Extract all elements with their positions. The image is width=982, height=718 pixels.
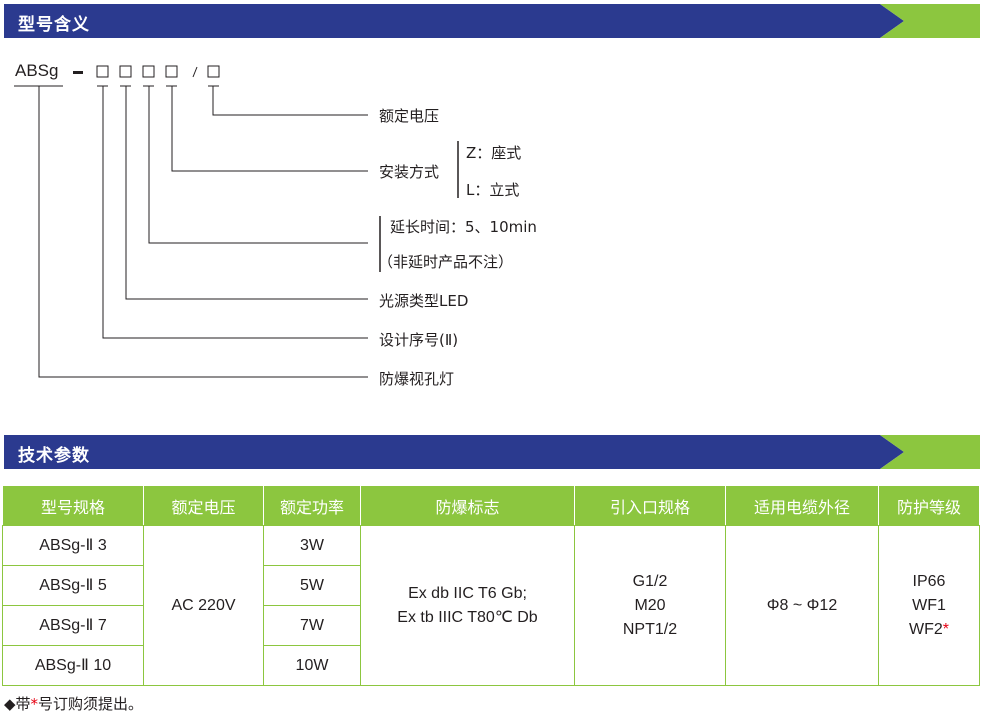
code-box-3: [142, 65, 155, 78]
ip-line-3: WF2*: [908, 620, 949, 638]
footnote-star: *: [30, 695, 39, 713]
cell-power: 10W: [263, 645, 361, 686]
leader-light: [125, 86, 368, 300]
label-install-z: Z：座式: [466, 144, 522, 162]
ip-line-1: IP66: [912, 572, 946, 590]
code-box-2: [119, 65, 132, 78]
header-ip: 防护等级: [878, 485, 980, 526]
ex-mark-line-1: Ex db IIC T6 Gb;: [408, 584, 527, 602]
code-box-4: [165, 65, 178, 78]
cell-ip: IP66 WF1 WF2*: [878, 525, 980, 686]
table-row: ABSg-Ⅱ 7 7W: [2, 605, 980, 646]
code-box-5: [207, 65, 220, 78]
header-power: 额定功率: [263, 485, 361, 526]
cell-ex-mark: Ex db IIC T6 Gb; Ex tb IIIC T80℃ Db: [360, 525, 575, 686]
ip-star: *: [942, 620, 949, 638]
ex-mark-line-2: Ex tb IIIC T80℃ Db: [397, 608, 538, 626]
label-design-number: 设计序号(Ⅱ): [379, 331, 459, 349]
header-entry: 引入口规格: [574, 485, 726, 526]
code-dash: [73, 71, 83, 74]
section-title: 技术参数: [18, 446, 90, 466]
section-header-arrow: [4, 4, 980, 38]
header-ex-mark: 防爆标志: [360, 485, 575, 526]
leader-product: [38, 86, 368, 378]
cell-model: ABSg-Ⅱ 3: [2, 525, 144, 566]
footnote: ◆带*号订购须提出。: [4, 695, 144, 713]
label-delay-time: 延长时间：5、10min: [390, 218, 537, 236]
label-install-method: 安装方式: [379, 163, 440, 181]
header-model: 型号规格: [2, 485, 144, 526]
model-code: ABSg: [15, 61, 58, 81]
entry-line-3: NPT1/2: [622, 620, 678, 638]
section-title: 型号含义: [18, 15, 90, 35]
section-header-model-meaning: 型号含义: [4, 4, 980, 38]
table-row: ABSg-Ⅱ 3 AC 220V 3W Ex db IIC T6 Gb; Ex …: [2, 525, 980, 686]
cell-entry: G1/2 M20 NPT1/2: [574, 525, 726, 686]
ip-line-2: WF1: [912, 596, 946, 614]
header-cable: 适用电缆外径: [725, 485, 879, 526]
cell-model: ABSg-Ⅱ 10: [2, 645, 144, 686]
cell-power: 3W: [263, 525, 361, 566]
table-row: ABSg-Ⅱ 10 10W: [2, 645, 980, 686]
code-slash: [192, 66, 198, 78]
cell-model: ABSg-Ⅱ 5: [2, 565, 144, 606]
model-prefix: ABSg: [15, 61, 59, 80]
section-header-arrow: [4, 435, 980, 469]
leader-design: [102, 86, 368, 339]
entry-line-2: M20: [634, 596, 666, 614]
label-product-name: 防爆视孔灯: [379, 370, 455, 388]
cell-cable: Φ8 ~ Φ12: [725, 525, 879, 686]
cell-voltage: AC 220V: [143, 525, 264, 686]
header-voltage: 额定电压: [143, 485, 264, 526]
leader-voltage: [212, 86, 368, 116]
leader-install: [171, 86, 368, 172]
entry-line-1: G1/2: [632, 572, 668, 590]
label-light-source: 光源类型LED: [379, 292, 469, 310]
label-delay-note: （非延时产品不注）: [378, 253, 514, 271]
code-box-1: [96, 65, 109, 78]
cell-power: 5W: [263, 565, 361, 606]
cell-power: 7W: [263, 605, 361, 646]
section-header-tech-params: 技术参数: [4, 435, 980, 469]
model-code-diagram: [14, 65, 459, 378]
leader-delay: [148, 86, 368, 244]
label-rated-voltage: 额定电压: [379, 107, 440, 125]
table-row: ABSg-Ⅱ 5 5W: [2, 565, 980, 606]
table-header-row: 型号规格 额定电压 额定功率 防爆标志 引入口规格 适用电缆外径 防护等级: [2, 485, 980, 526]
spec-table: 型号规格 额定电压 额定功率 防爆标志 引入口规格 适用电缆外径 防护等级 AB…: [2, 485, 980, 686]
label-install-l: L：立式: [466, 181, 520, 199]
cell-model: ABSg-Ⅱ 7: [2, 605, 144, 646]
